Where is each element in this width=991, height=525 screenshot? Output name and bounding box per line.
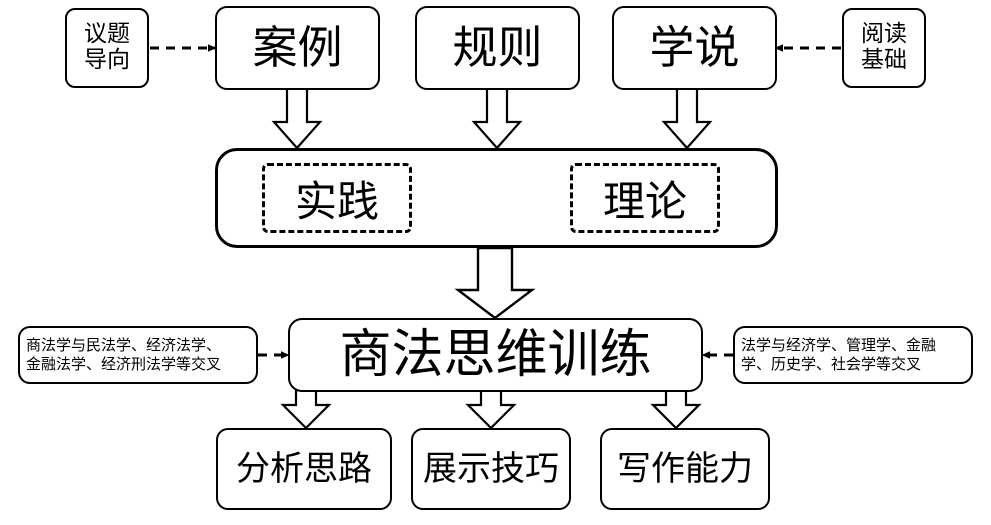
node-rule[interactable]: 规则	[415, 6, 580, 90]
block-arrow-doctrine-down	[661, 81, 713, 150]
node-writing-ability-label: 写作能力	[617, 448, 753, 489]
node-case-label: 案例	[252, 20, 343, 74]
node-analysis-approach[interactable]: 分析思路	[216, 428, 392, 510]
node-case[interactable]: 案例	[215, 6, 380, 90]
node-analysis-approach-label: 分析思路	[236, 448, 372, 489]
note-law-discipline-intersections[interactable]: 法学与经济学、管理学、金融 学、历史学、社会学等交叉	[733, 326, 973, 384]
block-arrow-case-down	[271, 81, 323, 150]
block-arrow-to-presentation	[465, 388, 517, 430]
node-theory-label: 理论	[602, 176, 687, 226]
node-commercial-law-thinking-training-label: 商法思维训练	[339, 324, 652, 385]
note-commercial-law-intersections-label: 商法学与民法学、经济法学、 金融法学、经济刑法学等交叉	[26, 336, 222, 373]
node-commercial-law-thinking-training[interactable]: 商法思维训练	[288, 318, 703, 392]
node-doctrine[interactable]: 学说	[612, 6, 777, 90]
node-presentation-skills[interactable]: 展示技巧	[411, 428, 571, 510]
node-writing-ability[interactable]: 写作能力	[600, 428, 770, 510]
node-practice-label: 实践	[294, 176, 379, 226]
block-arrow-to-writing	[650, 388, 702, 430]
block-arrow-container-to-center	[454, 246, 536, 320]
node-practice[interactable]: 实践	[262, 163, 412, 233]
node-presentation-skills-label: 展示技巧	[423, 448, 559, 489]
block-arrow-to-analysis	[280, 388, 332, 430]
block-arrow-rule-down	[471, 81, 523, 150]
node-topic-orientation[interactable]: 议题 导向	[65, 8, 149, 88]
note-law-discipline-intersections-label: 法学与经济学、管理学、金融 学、历史学、社会学等交叉	[741, 336, 937, 373]
node-theory[interactable]: 理论	[570, 163, 720, 233]
node-doctrine-label: 学说	[649, 20, 740, 74]
node-reading-foundation-label: 阅读 基础	[861, 21, 907, 73]
node-topic-orientation-label: 议题 导向	[84, 21, 130, 73]
note-commercial-law-intersections[interactable]: 商法学与民法学、经济法学、 金融法学、经济刑法学等交叉	[18, 326, 258, 384]
node-reading-foundation[interactable]: 阅读 基础	[842, 8, 926, 88]
node-rule-label: 规则	[452, 20, 543, 74]
